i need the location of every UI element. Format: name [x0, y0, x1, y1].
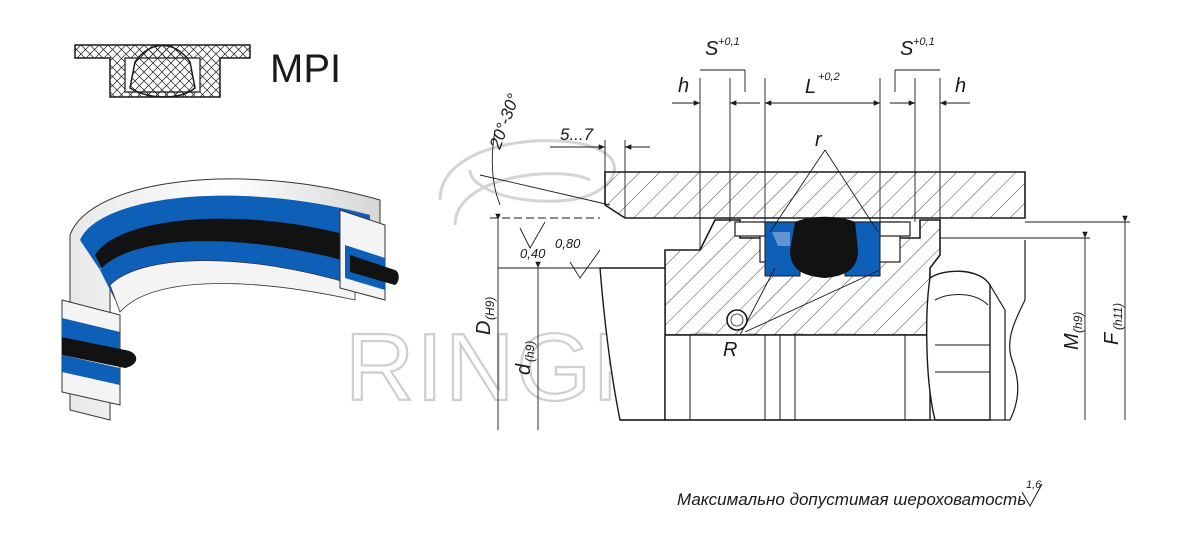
dim-r-small: r	[815, 129, 823, 151]
roughness-040: 0,40	[520, 246, 546, 261]
dim-s-left: S	[705, 38, 719, 60]
dim-s-right-tol: +0,1	[913, 36, 935, 48]
footer-roughness: 1,6	[1026, 479, 1042, 491]
dim-r-large: R	[723, 339, 737, 361]
dim-m-sub: (h9)	[1071, 312, 1085, 333]
dim-chamfer: 5...7	[560, 125, 594, 144]
dim-l-tol: +0,2	[818, 71, 840, 83]
footer: Максимально допустимая шероховатость 1,6	[677, 479, 1043, 509]
seal-3d-illustration	[61, 178, 399, 421]
profile-label: MPI	[270, 47, 341, 91]
dim-s-right: S	[900, 38, 914, 60]
dim-f-sub: (h11)	[1111, 303, 1125, 330]
dim-l: L	[805, 76, 816, 98]
dim-m: M	[1061, 333, 1083, 350]
footer-caption: Максимально допустимая шероховатость	[677, 490, 1026, 509]
dim-d-bore-sub: (H9)	[483, 297, 497, 320]
dim-s-left-tol: +0,1	[718, 36, 740, 48]
dim-d-bore: D	[473, 321, 495, 335]
dimension-lines	[479, 69, 1130, 430]
seal-cross-section	[599, 171, 1026, 421]
dim-h-left: h	[678, 75, 689, 97]
profile-icon: MPI	[74, 44, 341, 98]
dim-h-right: h	[955, 75, 966, 97]
roughness-080: 0,80	[555, 236, 581, 251]
dim-d-rod: d	[513, 363, 535, 375]
dim-d-rod-sub: (h9)	[523, 341, 537, 362]
dim-f: F	[1101, 331, 1123, 345]
